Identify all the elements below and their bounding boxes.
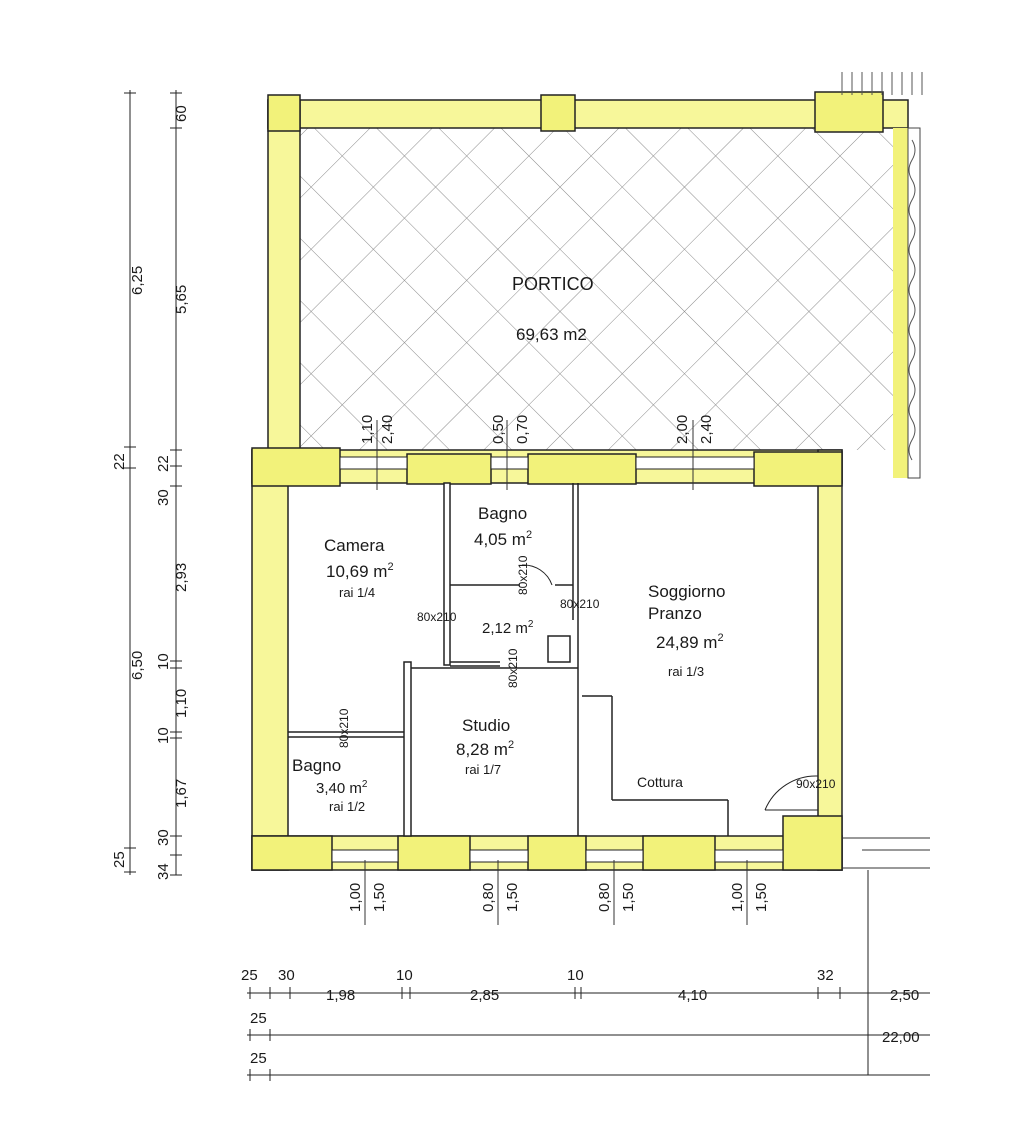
dim-bottom: 2,50	[890, 987, 919, 1004]
dim-bottom: 25	[241, 967, 258, 984]
window-dim: 1,50	[620, 883, 637, 912]
soggiorno-area-value: 24,89 m	[656, 633, 717, 652]
dim-inner: 30	[155, 829, 172, 846]
window-dim: 2,40	[379, 415, 396, 444]
dim-bottom: 25	[250, 1010, 267, 1027]
window-dim: 0,70	[514, 415, 531, 444]
soggiorno-label: Soggiorno	[648, 582, 726, 601]
disimpegno-area-value: 2,12 m	[482, 620, 528, 637]
portico-floor	[300, 128, 908, 450]
interior-walls	[288, 482, 729, 837]
fence-top-right	[841, 72, 923, 95]
dim-inner: 30	[155, 489, 172, 506]
dim-inner: 1,67	[173, 779, 190, 808]
dim-inner: 60	[173, 105, 190, 122]
door-swings	[521, 564, 819, 811]
door-label: 80x210	[506, 648, 520, 688]
dim-inner: 10	[155, 653, 172, 670]
camera-label: Camera	[324, 536, 385, 555]
window-dim: 1,50	[371, 883, 388, 912]
bagno-top-area-value: 4,05 m	[474, 530, 526, 549]
dim-outer: 25	[111, 851, 128, 868]
bottom-dimensions	[247, 870, 930, 1081]
dim-bottom: 1,98	[326, 987, 355, 1004]
dim-bottom: 10	[567, 967, 584, 984]
door-label: 80x210	[417, 610, 457, 624]
exterior-lines	[841, 486, 930, 869]
window-dim: 1,50	[504, 883, 521, 912]
dim-inner: 1,10	[173, 689, 190, 718]
dim-inner: 22	[155, 455, 172, 472]
bagno-bottom-area: 3,40 m2	[316, 779, 368, 797]
dim-outer: 22	[111, 453, 128, 470]
dim-bottom: 2,85	[470, 987, 499, 1004]
window-dim: 0,50	[490, 415, 507, 444]
studio-area: 8,28 m2	[456, 739, 514, 759]
studio-area-sup: 2	[508, 739, 514, 751]
dim-outer: 6,25	[129, 266, 146, 295]
camera-area-value: 10,69 m	[326, 562, 387, 581]
studio-label: Studio	[462, 716, 510, 735]
bagno-top-label: Bagno	[478, 504, 527, 523]
dim-inner: 2,93	[173, 563, 190, 592]
disimpegno-area-sup: 2	[528, 619, 534, 630]
dim-bottom: 10	[396, 967, 413, 984]
hedge	[908, 139, 916, 461]
left-dimensions	[124, 90, 182, 876]
dim-bottom: 22,00	[882, 1029, 920, 1046]
bagno-bottom-area-sup: 2	[362, 779, 368, 790]
pranzo-label: Pranzo	[648, 604, 702, 623]
dim-bottom: 25	[250, 1050, 267, 1067]
studio-ratio: rai 1/7	[465, 762, 501, 777]
window-dims-top: 1,10 2,40 0,50 0,70 2,00 2,40	[359, 415, 715, 490]
camera-area: 10,69 m2	[326, 561, 394, 581]
window-dim: 1,50	[753, 883, 770, 912]
door-label: 90x210	[796, 777, 836, 791]
dim-inner: 34	[155, 863, 172, 880]
bagno-bottom-label: Bagno	[292, 756, 341, 775]
window-dim: 0,80	[480, 883, 497, 912]
windows	[331, 456, 784, 863]
dim-bottom: 30	[278, 967, 295, 984]
window-dims-bottom: 1,00 1,50 0,80 1,50 0,80 1,50 1,00 1,50	[347, 860, 770, 925]
dim-inner: 5,65	[173, 285, 190, 314]
dim-inner: 10	[155, 727, 172, 744]
left-dim-labels: 6,25 22 6,50 25 60 5,65 22 30 2,93 10 1,…	[111, 105, 190, 880]
portico-walls	[267, 91, 921, 479]
bagno-top-area: 4,05 m2	[474, 529, 532, 549]
window-dim: 1,10	[359, 415, 376, 444]
door-label: 80x210	[337, 708, 351, 748]
window-dim: 0,80	[596, 883, 613, 912]
dim-bottom: 4,10	[678, 987, 707, 1004]
dim-outer: 6,50	[129, 651, 146, 680]
soggiorno-area-sup: 2	[717, 632, 723, 644]
bagno-bottom-area-value: 3,40 m	[316, 780, 362, 797]
studio-area-value: 8,28 m	[456, 740, 508, 759]
window-dim: 2,40	[698, 415, 715, 444]
bagno-top-area-sup: 2	[526, 529, 532, 541]
door-label: 80x210	[516, 555, 530, 595]
window-dim: 1,00	[347, 883, 364, 912]
door-label: 80x210	[560, 597, 600, 611]
soggiorno-area: 24,89 m2	[656, 632, 724, 652]
cottura-label: Cottura	[637, 774, 683, 790]
window-dim: 1,00	[729, 883, 746, 912]
camera-area-sup: 2	[387, 561, 393, 573]
bottom-dim-labels: 25 30 1,98 10 2,85 10 4,10 32 2,50 25 22…	[241, 967, 920, 1067]
window-dim: 2,00	[674, 415, 691, 444]
dim-bottom: 32	[817, 967, 834, 984]
disimpegno-area: 2,12 m2	[482, 619, 534, 637]
camera-ratio: rai 1/4	[339, 585, 375, 600]
soggiorno-ratio: rai 1/3	[668, 664, 704, 679]
page-margin	[930, 0, 1024, 1131]
bagno-bottom-ratio: rai 1/2	[329, 799, 365, 814]
portico-area: 69,63 m2	[516, 325, 587, 344]
portico-label: PORTICO	[512, 274, 594, 294]
